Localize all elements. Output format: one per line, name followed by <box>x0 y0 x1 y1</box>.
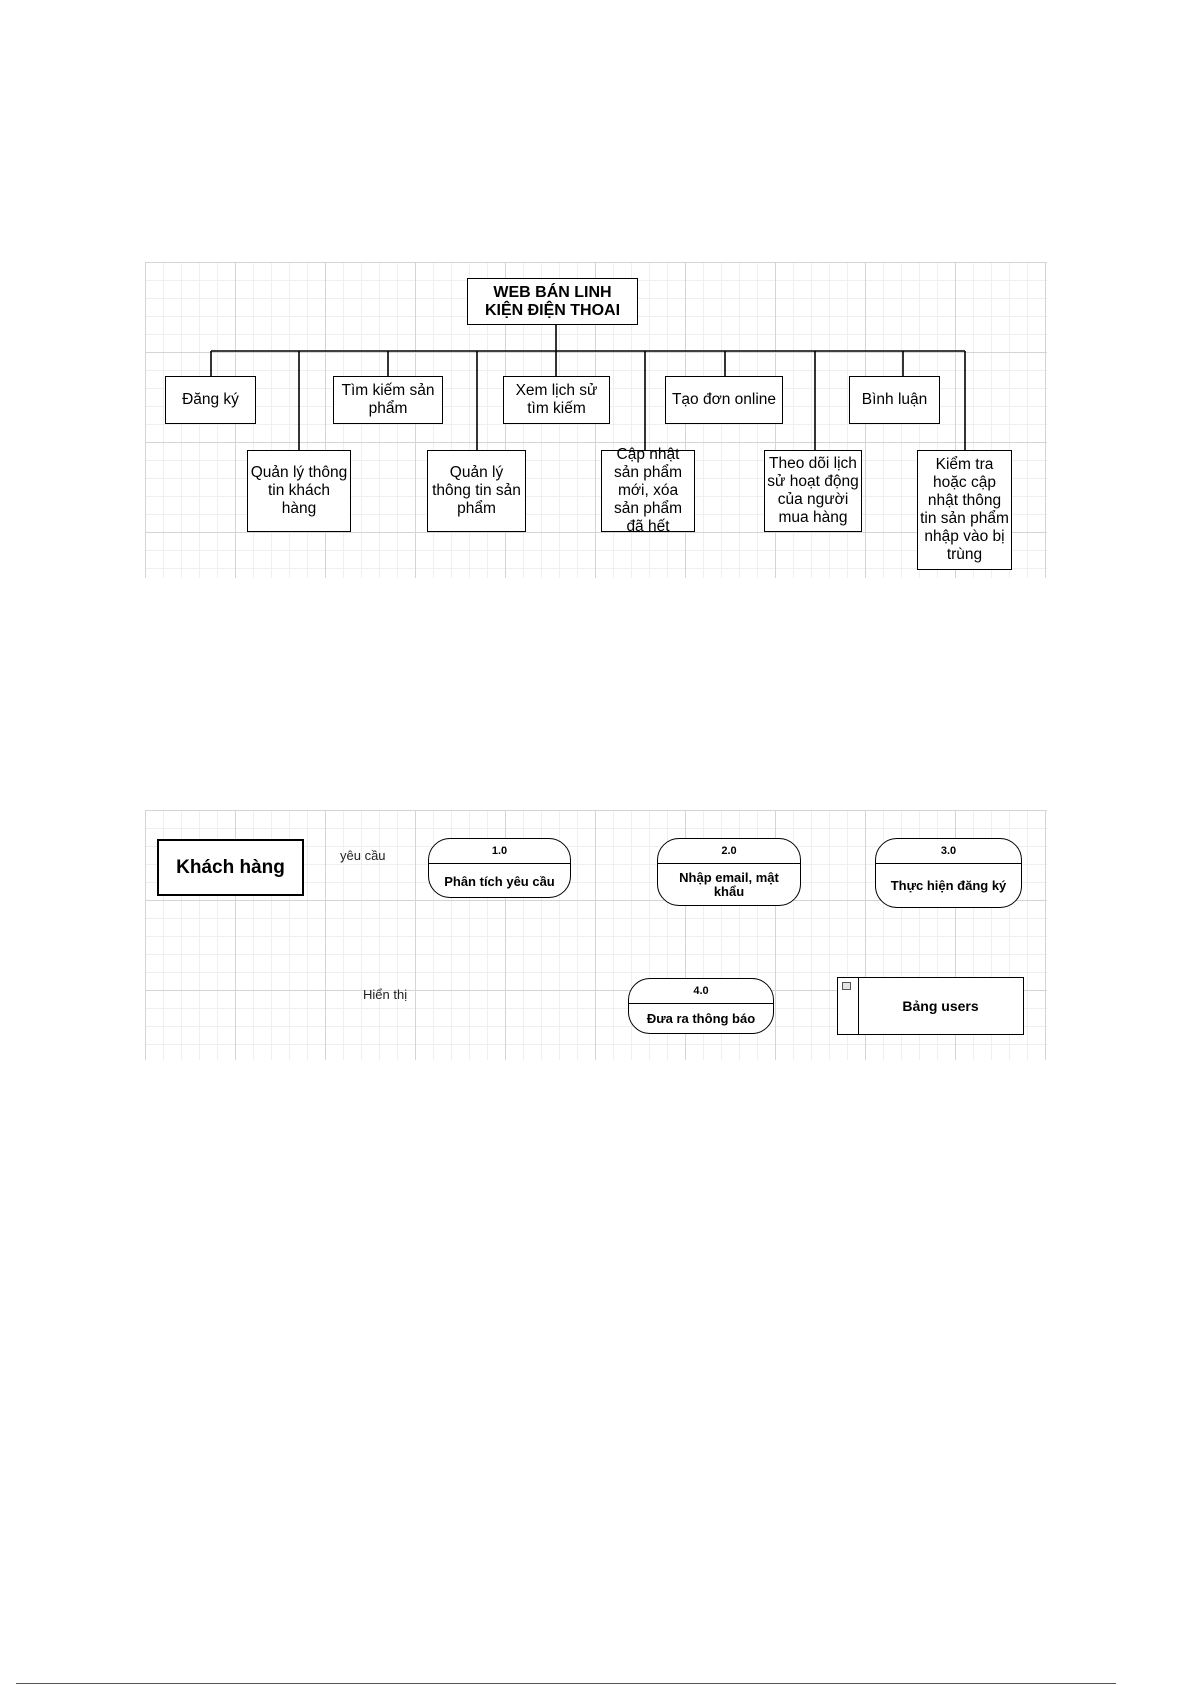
node-duplicate-check: Kiểm tra hoặc cập nhật thông tin sản phẩ… <box>917 450 1012 570</box>
node-search-history: Xem lịch sử tìm kiếm <box>503 376 610 424</box>
collapse-icon <box>842 982 851 990</box>
node-activity-tracking: Theo dõi lịch sử hoạt động của người mua… <box>764 450 862 532</box>
node-online-order: Tạo đơn online <box>665 376 783 424</box>
node-product-search: Tìm kiếm sản phẩm <box>333 376 443 424</box>
process-name: Nhập email, mật khẩu <box>679 870 779 899</box>
flow-label-display: Hiển thị <box>363 987 408 1002</box>
process-register: 3.0 Thực hiện đăng ký <box>875 838 1022 908</box>
node-comments: Bình luận <box>849 376 940 424</box>
process-name: Phân tích yêu cầu <box>444 874 555 889</box>
process-name: Thực hiện đăng ký <box>890 878 1007 893</box>
node-update-products: Cập nhật sản phẩm mới, xóa sản phẩm đã h… <box>601 446 695 535</box>
process-id: 3.0 <box>876 839 1021 864</box>
data-store-users: Bảng users <box>837 977 1024 1035</box>
hierarchy-connectors <box>210 325 966 450</box>
flow-label-request: yêu cầu <box>340 848 386 863</box>
node-product-management: Quản lý thông tin sản phẩm <box>427 450 526 532</box>
process-id: 4.0 <box>629 979 773 1004</box>
process-id: 2.0 <box>658 839 800 864</box>
process-show-notification: 4.0 Đưa ra thông báo <box>628 978 774 1034</box>
process-analyze-request: 1.0 Phân tích yêu cầu <box>428 838 571 898</box>
process-id: 1.0 <box>429 839 570 864</box>
root-node: WEB BÁN LINH KIỆN ĐIỆN THOAI <box>467 278 638 325</box>
data-store-name: Bảng users <box>902 998 979 1014</box>
node-register: Đăng ký <box>165 376 256 424</box>
node-customer-management: Quản lý thông tin khách hàng <box>247 450 351 532</box>
data-store-id-cell <box>838 978 859 1034</box>
page-footer-rule <box>16 1683 1116 1684</box>
process-enter-credentials: 2.0 Nhập email, mật khẩu <box>657 838 801 906</box>
external-entity-customer: Khách hàng <box>157 839 304 896</box>
process-name: Đưa ra thông báo <box>646 1011 756 1026</box>
